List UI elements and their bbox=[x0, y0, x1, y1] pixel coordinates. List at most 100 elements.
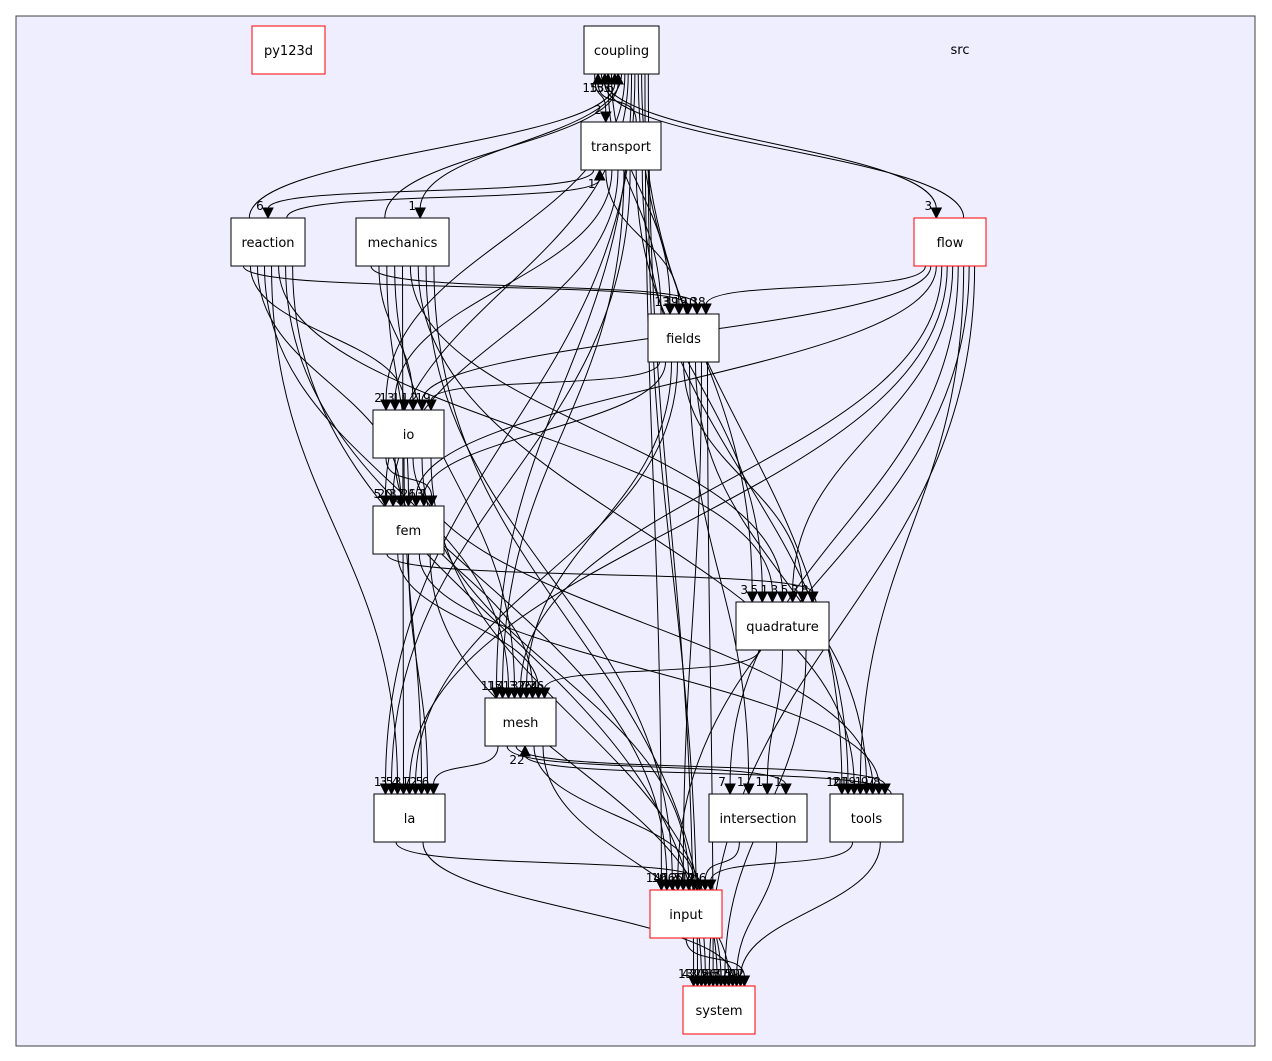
edge-path bbox=[256, 265, 402, 498]
edge-path bbox=[688, 361, 750, 786]
node-box[interactable] bbox=[373, 793, 446, 843]
edge-label: 29 bbox=[694, 967, 709, 981]
edge-label: 15 bbox=[487, 679, 502, 693]
arrowhead bbox=[742, 783, 755, 796]
edge-path bbox=[395, 841, 701, 882]
edge-label: 37 bbox=[511, 679, 526, 693]
node-flow[interactable]: flow bbox=[913, 217, 987, 267]
arrowhead bbox=[766, 591, 779, 604]
node-box[interactable] bbox=[647, 313, 720, 363]
node-mesh[interactable]: mesh bbox=[484, 697, 557, 747]
node-input[interactable]: input bbox=[649, 889, 723, 939]
edge-coupling-to-flow: 3 bbox=[600, 73, 943, 220]
edge-fields-to-intersection: 1 bbox=[688, 361, 755, 796]
edge-label: 1 bbox=[408, 199, 416, 213]
node-label: mechanics bbox=[368, 236, 438, 251]
node-box[interactable] bbox=[230, 217, 306, 267]
node-quadrature[interactable]: quadrature bbox=[735, 601, 830, 651]
arrowhead bbox=[380, 399, 392, 412]
node-box[interactable] bbox=[682, 985, 756, 1035]
edge-path bbox=[635, 169, 763, 594]
arrowhead bbox=[761, 783, 774, 796]
node-label: io bbox=[403, 428, 415, 443]
edge-path bbox=[394, 265, 516, 690]
edge-label: 39 bbox=[663, 295, 678, 309]
edge-label: 22 bbox=[509, 753, 524, 767]
nodes-layer: py123d coupling transport reaction mechanics… bbox=[230, 25, 987, 1035]
node-label: tools bbox=[851, 812, 883, 827]
node-intersection[interactable]: intersection bbox=[708, 793, 808, 843]
node-transport[interactable]: transport bbox=[580, 121, 662, 171]
node-box[interactable] bbox=[829, 793, 904, 843]
edge-fields-to-fem: 13 bbox=[408, 361, 667, 508]
edge-label: 6 bbox=[660, 871, 668, 885]
node-box[interactable] bbox=[372, 409, 445, 459]
edge-label: 37 bbox=[705, 967, 720, 981]
edge-path bbox=[409, 265, 948, 786]
arrowhead bbox=[700, 303, 712, 316]
arrowhead bbox=[427, 783, 440, 796]
edge-label: 5 bbox=[596, 81, 604, 95]
edge-path bbox=[394, 457, 533, 690]
node-fem[interactable]: fem bbox=[372, 505, 445, 555]
node-box[interactable] bbox=[913, 217, 987, 267]
edge-label: 1 bbox=[392, 391, 400, 405]
edge-path bbox=[708, 265, 976, 978]
edge-coupling-to-mechanics: 1 bbox=[408, 73, 622, 220]
node-fields[interactable]: fields bbox=[647, 313, 720, 363]
node-box[interactable] bbox=[708, 793, 808, 843]
edge-path bbox=[292, 265, 702, 978]
edge-input-to-system: 42 bbox=[685, 937, 751, 988]
edge-flow-to-intersection: 7 bbox=[718, 265, 959, 796]
node-label: intersection bbox=[719, 812, 796, 827]
edge-label: 5 bbox=[374, 487, 382, 501]
node-py123d[interactable]: py123d bbox=[251, 25, 326, 75]
arrowhead bbox=[691, 303, 703, 316]
edge-label: 5 bbox=[781, 583, 789, 597]
node-tools[interactable]: tools bbox=[829, 793, 904, 843]
edge-label: 8 bbox=[873, 775, 881, 789]
node-box[interactable] bbox=[583, 25, 660, 75]
node-box[interactable] bbox=[372, 505, 445, 555]
edge-path bbox=[417, 265, 855, 786]
arrowhead bbox=[407, 399, 419, 412]
node-box[interactable] bbox=[735, 601, 830, 651]
node-box[interactable] bbox=[251, 25, 326, 75]
node-box[interactable] bbox=[649, 889, 723, 939]
node-box[interactable] bbox=[580, 121, 662, 171]
node-mechanics[interactable]: mechanics bbox=[355, 217, 450, 267]
arrowhead bbox=[538, 687, 551, 700]
node-label: transport bbox=[591, 140, 651, 155]
edge-path bbox=[705, 265, 926, 306]
edge-path bbox=[694, 361, 867, 786]
edge-label: 5 bbox=[386, 775, 394, 789]
node-box[interactable] bbox=[484, 697, 557, 747]
node-box[interactable] bbox=[355, 217, 450, 267]
edge-label: 2 bbox=[688, 871, 696, 885]
arrowhead bbox=[519, 744, 531, 757]
arrowhead bbox=[756, 591, 769, 604]
edge-path bbox=[610, 73, 671, 306]
edge-label: 5 bbox=[713, 967, 721, 981]
node-system[interactable]: system bbox=[682, 985, 756, 1035]
node-label: mesh bbox=[503, 716, 539, 731]
node-coupling[interactable]: coupling bbox=[583, 25, 660, 75]
edge-label: 1 bbox=[693, 871, 701, 885]
edge-path bbox=[641, 73, 843, 786]
node-label: coupling bbox=[594, 44, 649, 59]
node-la[interactable]: la bbox=[373, 793, 446, 843]
edge-path bbox=[682, 361, 702, 882]
node-label: quadrature bbox=[746, 620, 818, 635]
node-reaction[interactable]: reaction bbox=[230, 217, 306, 267]
edge-label: 66 bbox=[668, 871, 683, 885]
edge-path bbox=[278, 265, 773, 594]
arrowhead bbox=[738, 975, 751, 988]
edge-path bbox=[425, 265, 673, 882]
edge-path bbox=[397, 553, 539, 690]
edge-path bbox=[647, 169, 699, 978]
edge-flow-to-system: 29 bbox=[694, 265, 976, 988]
arrowhead bbox=[682, 303, 694, 316]
node-io[interactable]: io bbox=[372, 409, 445, 459]
edge-path bbox=[704, 841, 740, 882]
edge-path bbox=[647, 73, 695, 978]
